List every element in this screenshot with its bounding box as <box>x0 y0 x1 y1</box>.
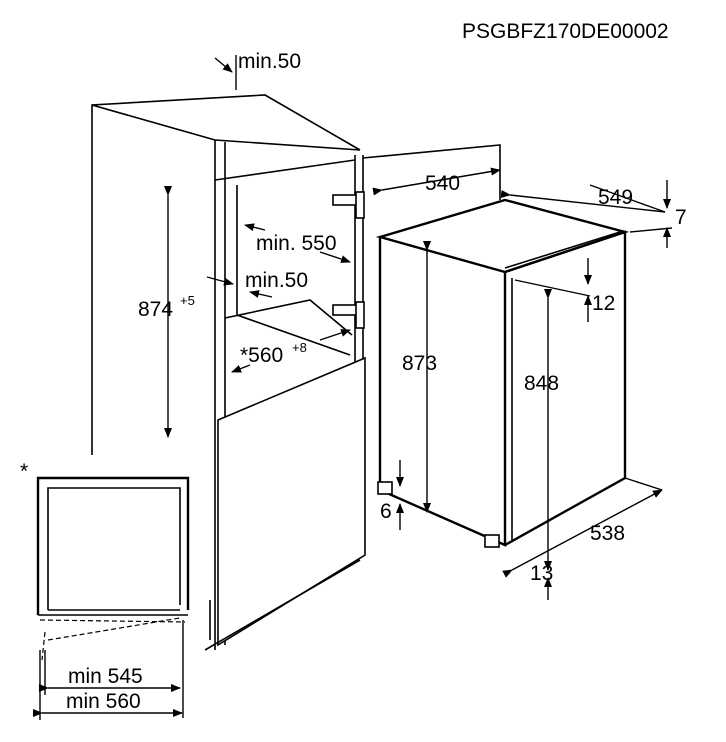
door-height-label: 848 <box>524 372 559 395</box>
hinge-lower-icon <box>332 301 365 329</box>
top-offset-label: 7 <box>675 206 687 229</box>
door-open-depth-label: 540 <box>425 172 460 195</box>
side-clearance-label: min.50 <box>245 269 308 292</box>
height-label: 873 <box>402 352 437 375</box>
foot-height-label: 6 <box>380 500 392 523</box>
door-top-offset-label: 12 <box>592 292 615 315</box>
min-inner-width-label: min 545 <box>68 665 143 688</box>
kitchen-cabinet <box>91 94 501 651</box>
depth-clearance-label: min. 550 <box>256 232 337 255</box>
min-outer-width-label: min 560 <box>66 690 141 713</box>
hinge-upper-icon <box>332 191 365 219</box>
depth-label: 549 <box>598 186 633 209</box>
niche-height-tolerance: +5 <box>180 293 195 308</box>
niche-width-tolerance: +8 <box>292 340 307 355</box>
top-clearance-label: min.50 <box>238 50 301 73</box>
niche-height-label: 874 <box>138 298 173 321</box>
niche-width-label: *560 <box>240 344 283 367</box>
drawing-code: PSGBFZ170DE00002 <box>462 20 669 43</box>
door-bottom-offset-label: 13 <box>530 562 553 585</box>
asterisk-note: * <box>20 460 28 483</box>
width-label: 538 <box>590 522 625 545</box>
